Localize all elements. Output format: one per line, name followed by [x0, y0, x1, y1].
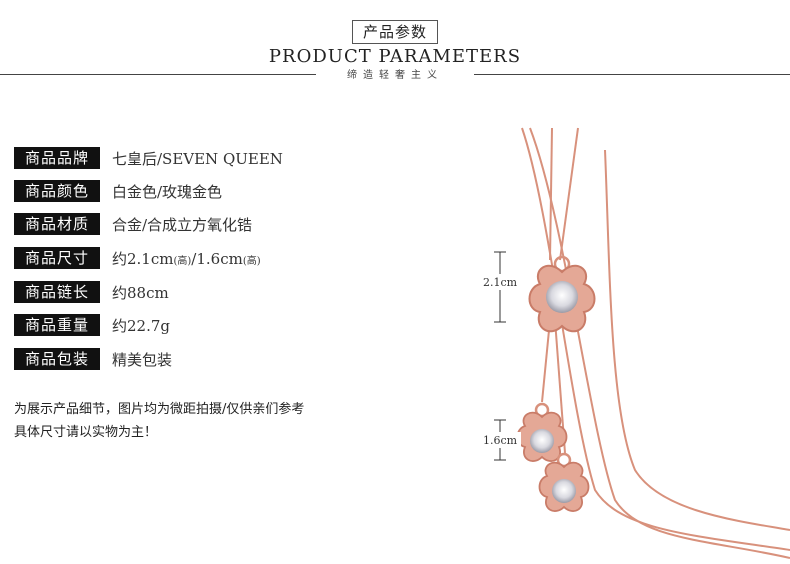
param-value: 白金色/玫瑰金色: [112, 182, 223, 201]
dim-large-label: 2.1cm: [483, 276, 518, 289]
param-value: 精美包装: [112, 350, 173, 369]
small-clover-pendant-1: [516, 402, 568, 462]
size-large-unit: (高): [173, 255, 192, 267]
section-badge: 产品参数: [352, 20, 438, 44]
param-value: 合金/合成立方氧化锆: [112, 215, 253, 234]
param-value: 约22.7g: [112, 316, 171, 335]
param-row-packaging: 商品包装 精美包装: [14, 347, 172, 371]
page-subtitle: 缔造轻奢主义: [347, 70, 443, 81]
param-value: 七皇后/SEVEN QUEEN: [112, 149, 283, 168]
param-value: 约88cm: [112, 283, 169, 302]
param-row-weight: 商品重量 约22.7g: [14, 313, 170, 337]
param-row-chain-length: 商品链长 约88cm: [14, 280, 169, 304]
header-divider-right: [474, 74, 790, 75]
small-clover-pendant-2: [538, 452, 590, 512]
note-line-2: 具体尺寸请以实物为主！: [14, 425, 158, 440]
param-row-brand: 商品品牌 七皇后/SEVEN QUEEN: [14, 146, 283, 170]
param-value-size: 约2.1cm(高)/1.6cm(高): [112, 248, 261, 269]
page-title: PRODUCT PARAMETERS: [268, 46, 522, 67]
product-necklace-image: 2.1cm 1.6cm: [479, 127, 790, 559]
size-large: 约2.1cm: [112, 249, 174, 268]
param-label: 商品重量: [14, 314, 100, 336]
param-row-size: 商品尺寸 约2.1cm(高)/1.6cm(高): [14, 246, 261, 270]
param-label: 商品品牌: [14, 147, 100, 169]
param-label: 商品链长: [14, 281, 100, 303]
header-divider-left: [0, 74, 316, 75]
large-clover-pendant: [528, 255, 596, 333]
note-line-1: 为展示产品细节，图片均为微距拍摄/仅供亲们参考: [14, 402, 305, 417]
param-label: 商品颜色: [14, 180, 100, 202]
param-label: 商品尺寸: [14, 247, 100, 269]
dim-small-label: 1.6cm: [483, 434, 518, 447]
size-small-unit: (高): [242, 255, 261, 267]
param-row-material: 商品材质 合金/合成立方氧化锆: [14, 212, 252, 236]
size-small: /1.6cm: [191, 249, 243, 268]
param-row-color: 商品颜色 白金色/玫瑰金色: [14, 179, 222, 203]
param-label: 商品材质: [14, 213, 100, 235]
param-label: 商品包装: [14, 348, 100, 370]
